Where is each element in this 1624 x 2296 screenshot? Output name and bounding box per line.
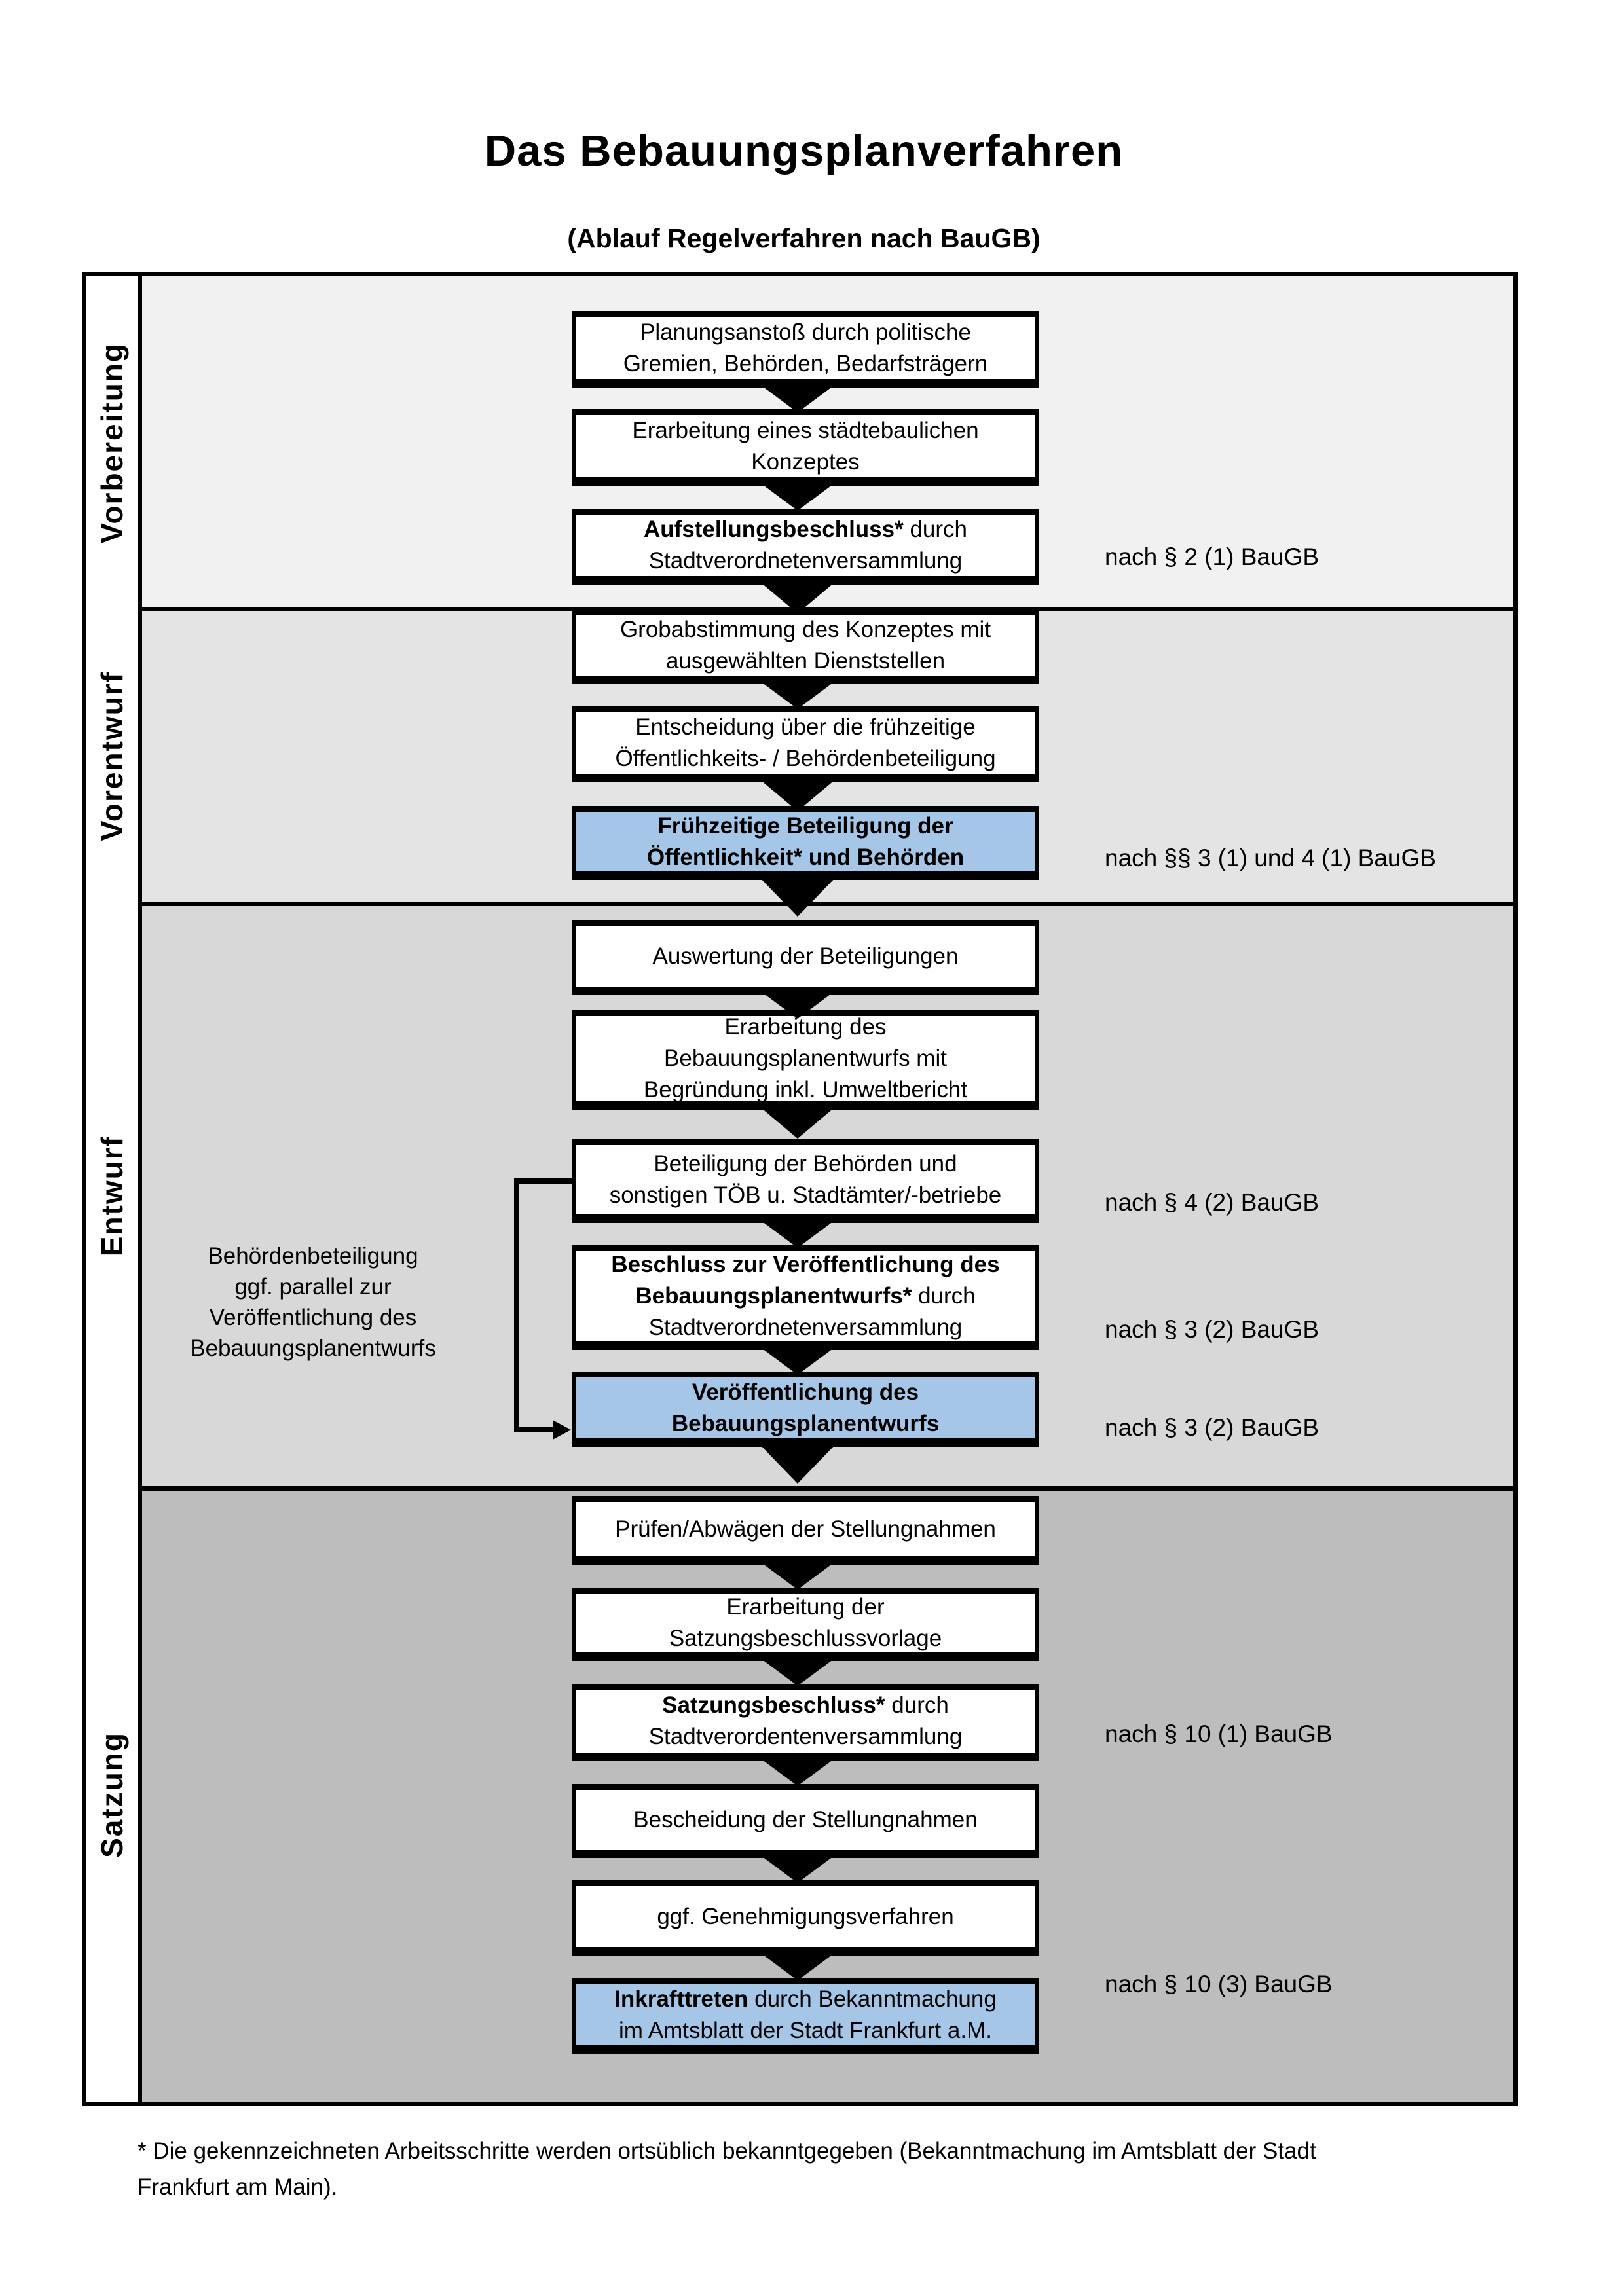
bracket-bottom-line bbox=[514, 1427, 555, 1432]
flow-arrow-icon bbox=[757, 1656, 838, 1686]
step-behoerden-beteiligung: Beteiligung der Behörden und sonstigen T… bbox=[572, 1139, 1039, 1223]
flow-arrow-icon bbox=[757, 679, 838, 709]
side-note: Behördenbeteiligung ggf. parallel zur Ve… bbox=[190, 1243, 436, 1361]
flow-arrow-icon bbox=[757, 579, 838, 613]
flow-arrow-icon bbox=[757, 1950, 838, 1980]
bracket-top-line bbox=[514, 1178, 576, 1184]
process-diagram-frame: Vorbereitung Vorentwurf Entwurf Satzung … bbox=[82, 272, 1518, 2106]
flow-arrow-icon bbox=[757, 1442, 838, 1484]
page-subtitle: (Ablauf Regelverfahren nach BauGB) bbox=[567, 223, 1041, 253]
step-konzept-erarbeitung: Erarbeitung eines städtebaulichen Konzep… bbox=[572, 409, 1039, 486]
legal-reference: nach § 10 (3) BauGB bbox=[1105, 1971, 1333, 1997]
step-erarbeitung-entwurf: Erarbeitung des Bebauungsplanentwurfs mi… bbox=[572, 1010, 1039, 1110]
step-veroeffentlichung: Veröffentlichung des Bebauungsplanentwur… bbox=[572, 1372, 1039, 1447]
step-genehmigungsverfahren: ggf. Genehmigungsverfahren bbox=[572, 1880, 1039, 1956]
legal-reference: nach §§ 3 (1) und 4 (1) BauGB bbox=[1105, 845, 1436, 871]
legal-reference: nach § 3 (2) BauGB bbox=[1105, 1414, 1320, 1441]
phase-label-text: Vorentwurf bbox=[95, 671, 129, 841]
flow-arrow-icon bbox=[757, 777, 838, 811]
phase-label-text: Entwurf bbox=[95, 1135, 129, 1257]
bracket-vertical-line bbox=[514, 1178, 519, 1432]
step-satzungsbeschluss: Satzungsbeschluss* durch Stadtverordente… bbox=[572, 1684, 1039, 1761]
step-entscheidung-beteiligung: Entscheidung über die frühzeitige Öffent… bbox=[572, 706, 1039, 782]
document-header: Das Bebauungsplanverfahren (Ablauf Regel… bbox=[0, 126, 1608, 254]
section-divider bbox=[86, 1486, 1513, 1491]
step-auswertung: Auswertung der Beteiligungen bbox=[572, 920, 1039, 995]
step-grobabstimmung: Grobabstimmung des Konzeptes mit ausgewä… bbox=[572, 609, 1039, 684]
phase-label-vorentwurf: Vorentwurf bbox=[86, 609, 142, 903]
page-title: Das Bebauungsplanverfahren bbox=[484, 126, 1124, 175]
step-planungsanstoss: Planungsanstoß durch politische Gremien,… bbox=[572, 311, 1039, 388]
flow-arrow-icon bbox=[757, 1756, 838, 1786]
phase-label-vorbereitung: Vorbereitung bbox=[86, 276, 142, 609]
flow-arrow-icon bbox=[757, 989, 838, 1019]
step-aufstellungsbeschluss: Aufstellungsbeschluss* durch Stadtverord… bbox=[572, 509, 1039, 585]
legal-reference: nach § 4 (2) BauGB bbox=[1105, 1189, 1320, 1216]
legal-reference: nach § 10 (1) BauGB bbox=[1105, 1721, 1333, 1747]
step-satzungsbeschlussvorlage: Erarbeitung der Satzungsbeschlussvorlage bbox=[572, 1588, 1039, 1661]
phase-label-text: Satzung bbox=[95, 1732, 129, 1858]
flow-arrow-icon bbox=[757, 481, 838, 511]
step-inkrafttreten: Inkrafttreten durch Bekanntmachung im Am… bbox=[572, 1978, 1039, 2054]
flow-arrow-icon bbox=[757, 1559, 838, 1590]
step-veroeffentlichungsbeschluss: Beschluss zur Veröffentlichung des Bebau… bbox=[572, 1245, 1039, 1350]
phase-label-text: Vorbereitung bbox=[95, 342, 129, 543]
phase-label-satzung: Satzung bbox=[86, 1488, 142, 2102]
flow-arrow-icon bbox=[757, 382, 838, 412]
flow-arrow-icon bbox=[757, 1345, 838, 1375]
flow-arrow-icon bbox=[757, 1853, 838, 1883]
flow-arrow-icon bbox=[757, 875, 838, 917]
footnote: * Die gekennzeichneten Arbeitsschritte w… bbox=[138, 2138, 1316, 2200]
legal-reference: nach § 2 (1) BauGB bbox=[1105, 543, 1320, 570]
legal-reference: nach § 3 (2) BauGB bbox=[1105, 1316, 1320, 1343]
flow-arrow-icon bbox=[757, 1104, 838, 1139]
phase-label-entwurf: Entwurf bbox=[86, 903, 142, 1488]
step-pruefen-abwaegen: Prüfen/Abwägen der Stellungnahmen bbox=[572, 1496, 1039, 1565]
flow-arrow-icon bbox=[757, 1218, 838, 1248]
step-fruehzeitige-beteiligung: Frühzeitige Beteiligung der Öffentlichke… bbox=[572, 806, 1039, 880]
step-bescheidung: Bescheidung der Stellungnahmen bbox=[572, 1784, 1039, 1858]
bracket-arrowhead-icon bbox=[553, 1420, 571, 1440]
